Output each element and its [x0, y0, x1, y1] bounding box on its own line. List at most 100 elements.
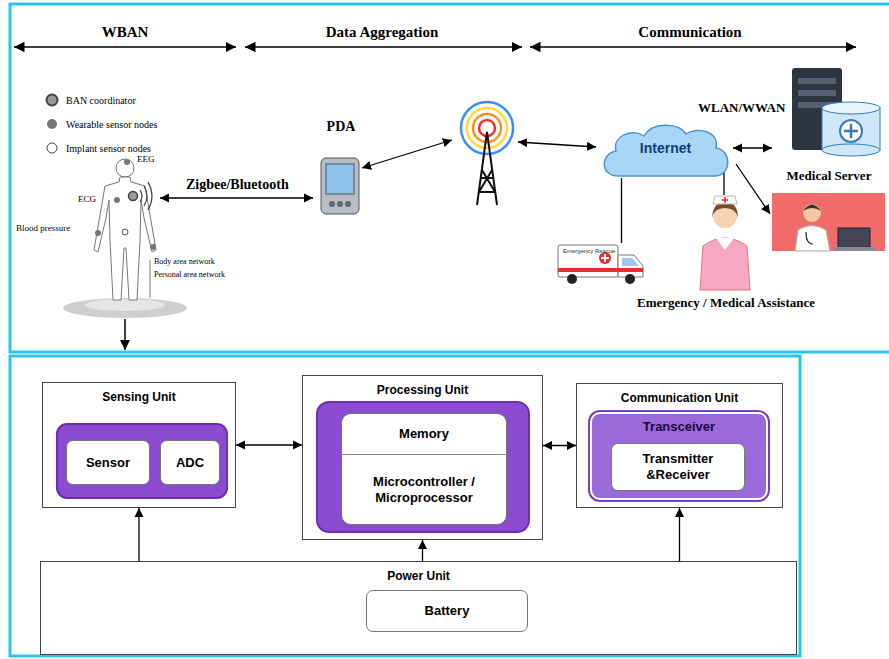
- unit-box: Communication UnitTransceiverTransmitter…: [576, 383, 783, 508]
- tower-icon: [467, 108, 507, 148]
- leader-line: [150, 260, 151, 298]
- radio-waves: [144, 186, 147, 206]
- pda-icon: [345, 201, 351, 207]
- human-figure: [94, 177, 156, 300]
- connector: [543, 445, 576, 446]
- connector: [621, 178, 622, 243]
- node-text: Memory: [342, 414, 506, 455]
- purple-panel: [57, 424, 227, 498]
- node-text: Sensor: [86, 455, 130, 471]
- ambulance-icon: [558, 245, 618, 277]
- link-label: Zigbee/Bluetooth: [186, 177, 289, 193]
- legend-sample: [44, 141, 60, 155]
- sensor-dot: [124, 159, 130, 165]
- legend-item: BAN coordinator: [44, 93, 136, 107]
- pda-icon: [337, 201, 343, 207]
- network-label: WLAN/WWAN: [698, 100, 785, 116]
- tower-icon: [477, 132, 497, 205]
- sensor-dot: [122, 229, 128, 235]
- wireless-link: [160, 197, 313, 198]
- server-icon: [822, 144, 880, 156]
- sensor-dot: [95, 230, 101, 236]
- pda-icon: [329, 201, 335, 207]
- section-heading: Communication: [638, 24, 741, 41]
- legend-sample: [47, 95, 58, 106]
- node-text: Internet: [640, 140, 691, 157]
- server-icon: [798, 90, 836, 96]
- pda-icon: [321, 158, 359, 214]
- purple-panel: [57, 402, 529, 532]
- panel: [10, 4, 889, 352]
- legend-item: Wearable sensor nodes: [44, 117, 157, 131]
- cloud-shape: Internet: [598, 118, 733, 178]
- ambulance-icon: [601, 254, 609, 262]
- unit-title: Power Unit: [387, 569, 450, 583]
- doctor-image: [795, 226, 830, 252]
- ambulance-icon: [622, 258, 639, 266]
- wireless-link: [160, 140, 770, 214]
- network-label: Body area network: [154, 257, 215, 266]
- section-heading: Data Aggregation: [326, 24, 439, 41]
- unit-title: Processing Unit: [377, 383, 468, 397]
- unit-box: Sensing UnitSensor ADC: [42, 382, 236, 508]
- ambulance-icon: [558, 268, 643, 272]
- sensor-dot: [129, 192, 138, 201]
- legend-sample: [44, 93, 60, 107]
- unit-title: Sensing Unit: [102, 390, 175, 404]
- sensor-label: ECG: [78, 194, 96, 204]
- connector: [236, 444, 302, 445]
- nurse-image: [716, 238, 734, 250]
- connector: [733, 147, 772, 148]
- tower-icon: [461, 102, 513, 154]
- doctor-image: [803, 205, 821, 212]
- down-arrow: [125, 319, 126, 350]
- wireless-link: [736, 164, 770, 214]
- node-text: ADC: [176, 455, 204, 471]
- node-text: PDA: [327, 119, 356, 136]
- doctor-image: [806, 232, 813, 244]
- group-label: Emergency / Medical Assistance: [637, 295, 815, 311]
- cloud-outline: [604, 125, 728, 176]
- server-icon: [822, 102, 880, 114]
- transceiver-band: TransceiverTransmitter &Receiver: [590, 412, 768, 500]
- legend-sample: [44, 117, 60, 131]
- legend-text: Wearable sensor nodes: [66, 119, 157, 130]
- network-label: Personal area network: [154, 270, 225, 279]
- component-box: Battery: [366, 590, 528, 632]
- panel: [10, 356, 800, 656]
- pda-icon: [321, 158, 359, 214]
- server-icon: [792, 68, 880, 156]
- legend-item: Implant sensor nodes: [44, 141, 151, 155]
- component-box: Sensor: [66, 440, 150, 485]
- legend-sample: [47, 143, 57, 153]
- unit-box: Power UnitBattery: [40, 561, 797, 655]
- section-arrow: [530, 46, 856, 48]
- node-text: Transmitter &Receiver: [616, 451, 740, 482]
- doctor-image: [838, 228, 870, 248]
- server-icon: [798, 78, 836, 84]
- server-icon: [844, 124, 858, 138]
- legend-sample: [47, 119, 57, 129]
- down-arrow: [124, 319, 126, 350]
- sensor-label: Blood pressure: [16, 223, 70, 233]
- pda-icon: [326, 164, 354, 194]
- section-arrow: [14, 46, 856, 48]
- unit-title: Transceiver: [643, 419, 715, 435]
- wireless-link: [518, 142, 596, 147]
- section-arrow: [245, 46, 522, 48]
- doctor-image: [772, 193, 885, 251]
- component-box: MemoryMicrocontroller / Microprocessor: [341, 413, 507, 525]
- sensor-label: EEG: [137, 154, 155, 164]
- node-text: Emergency Rescue: [563, 248, 615, 255]
- connector: [138, 508, 139, 561]
- leader-line: [150, 260, 151, 298]
- legend-text: Implant sensor nodes: [66, 143, 151, 154]
- node-text: Battery: [425, 603, 470, 619]
- ambulance-icon: [567, 274, 577, 284]
- server-label: Medical Server: [772, 62, 886, 184]
- unit-title: Communication Unit: [621, 391, 738, 405]
- connector: [422, 540, 423, 561]
- node-text: Medical Server: [787, 168, 872, 184]
